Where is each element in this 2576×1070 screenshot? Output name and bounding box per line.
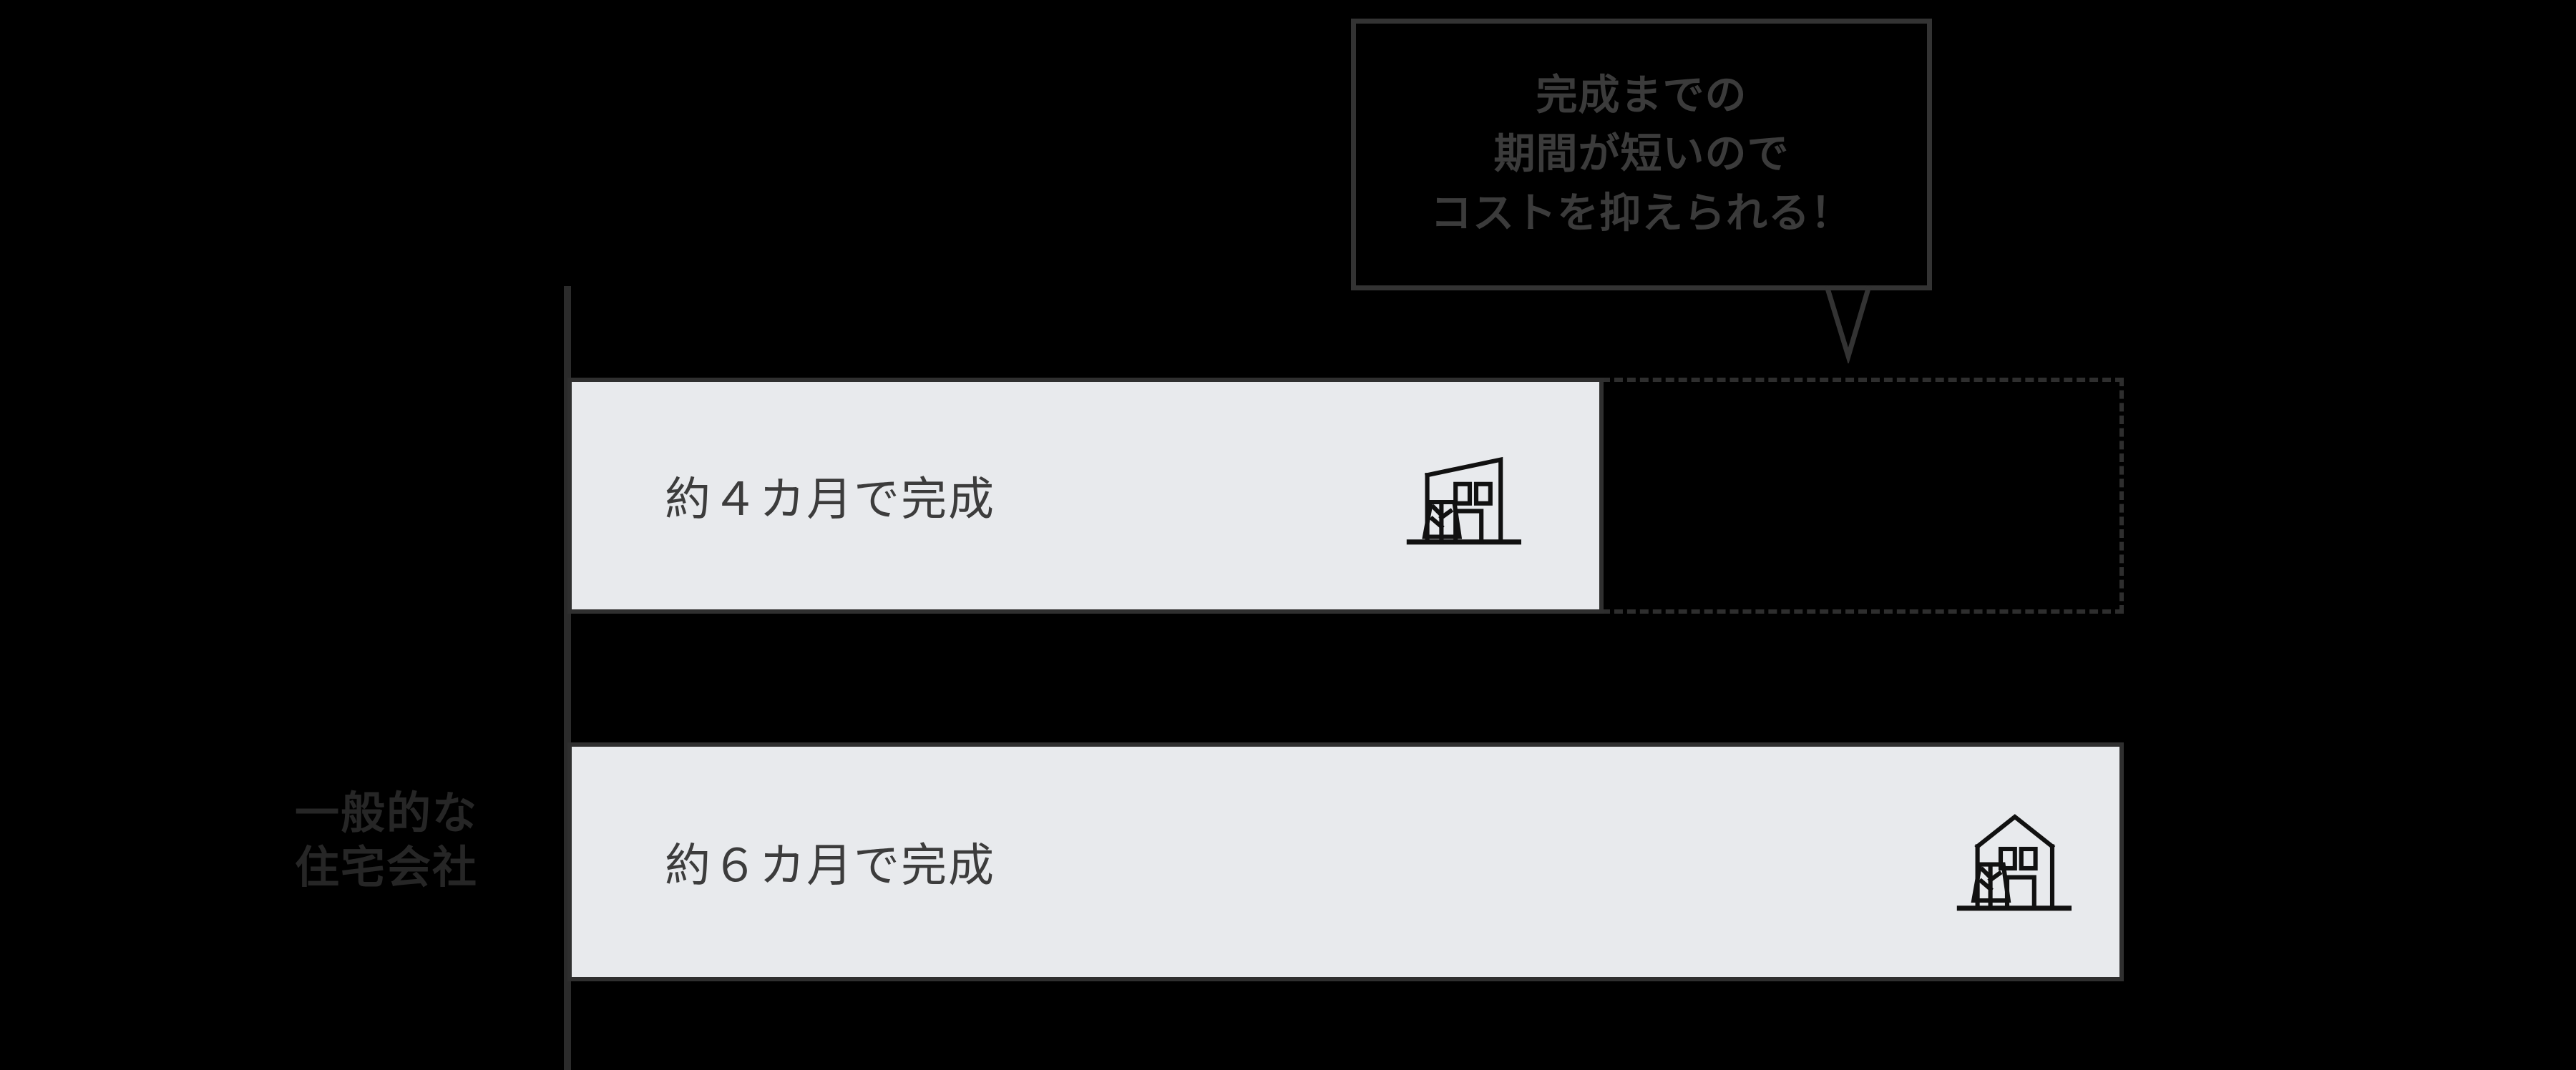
bar-label-ours: 約４カ月で完成 xyxy=(665,473,995,525)
category-label-general-builder: 一般的な 住宅会社 xyxy=(294,789,478,893)
callout-bubble-tail-icon xyxy=(1803,285,1896,365)
flat-roof-house-with-tree-icon xyxy=(1399,431,1528,560)
dashed-time-saved-extension xyxy=(1601,378,2124,614)
bar-row-general-builder: 約６カ月で完成 xyxy=(567,742,2124,981)
callout-bubble-text: 完成までの 期間が短いので コストを抑えられる！ xyxy=(1430,72,1853,237)
axis-vertical-line xyxy=(564,286,571,1070)
bar-row-ours: 約４カ月で完成 xyxy=(567,378,1604,614)
callout-bubble: 完成までの 期間が短いので コストを抑えられる！ xyxy=(1351,19,1932,290)
bar-label-general-builder: 約６カ月で完成 xyxy=(665,840,995,891)
gable-roof-house-with-tree-icon xyxy=(1949,797,2078,926)
